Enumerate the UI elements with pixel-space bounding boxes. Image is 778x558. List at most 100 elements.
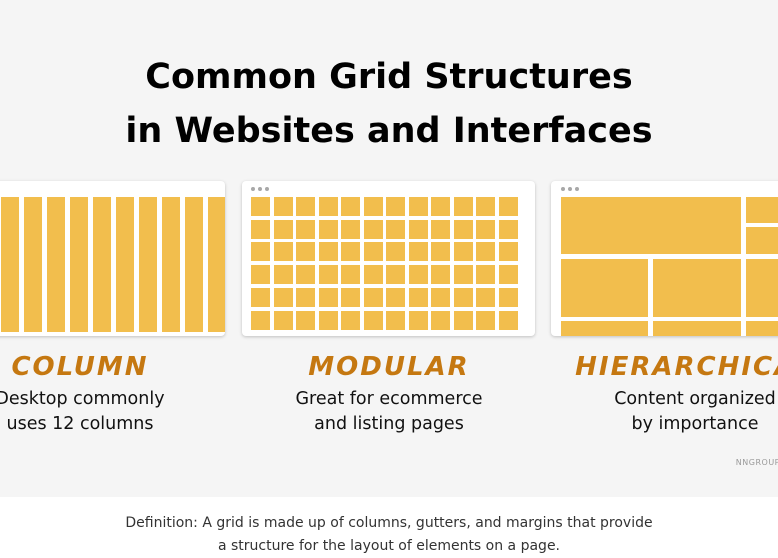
grid-module	[476, 197, 495, 216]
grid-module	[498, 242, 518, 262]
grid-block-side	[746, 227, 778, 254]
grid-module	[296, 219, 315, 239]
panel-desc-modular-line1: Great for ecommerce	[295, 389, 483, 409]
column-grid-illustration	[0, 181, 225, 336]
grid-module	[318, 265, 338, 285]
grid-module	[431, 310, 450, 330]
panel-name-column: COLUMN	[11, 352, 149, 382]
grid-module	[408, 287, 428, 307]
grid-module	[273, 219, 293, 239]
grid-module	[386, 265, 405, 285]
grid-block-hero	[561, 197, 741, 254]
brand-watermark: NNGROUP	[735, 458, 778, 467]
grid-module	[476, 287, 495, 307]
panel-desc-hierarchical-line1: Content organized	[614, 389, 776, 409]
grid-module	[251, 265, 270, 285]
grid-column	[47, 197, 65, 332]
panel-name-hierarchical: HIERARCHICAL	[575, 352, 778, 382]
grid-module	[318, 242, 338, 262]
grid-module	[341, 287, 360, 307]
grid-module	[431, 287, 450, 307]
grid-block	[561, 321, 648, 336]
definition-line-2: a structure for the layout of elements o…	[217, 538, 561, 554]
grid-module	[363, 287, 383, 307]
grid-module	[431, 265, 450, 285]
window-dot-icon	[251, 187, 255, 191]
grid-column	[139, 197, 157, 332]
grid-module	[498, 310, 518, 330]
grid-module	[251, 219, 270, 239]
grid-module	[408, 219, 428, 239]
definition-line-1: Definition: A grid is made up of columns…	[125, 515, 653, 531]
title-line-1: Common Grid Structures	[145, 57, 633, 97]
grid-module	[431, 219, 450, 239]
grid-module	[341, 310, 360, 330]
grid-block	[746, 259, 778, 317]
grid-module	[453, 310, 473, 330]
grid-column	[116, 197, 134, 332]
grid-module	[251, 287, 270, 307]
window-dot-icon	[258, 187, 262, 191]
grid-column	[185, 197, 203, 332]
grid-module	[408, 242, 428, 262]
grid-block	[653, 321, 741, 336]
hierarchical-grid-illustration	[551, 181, 778, 336]
grid-module	[341, 219, 360, 239]
grid-module	[498, 219, 518, 239]
grid-module	[251, 242, 270, 262]
grid-module	[273, 265, 293, 285]
grid-module	[251, 197, 270, 216]
grid-block	[653, 259, 741, 317]
grid-module	[296, 310, 315, 330]
grid-block-side	[746, 197, 778, 223]
grid-module	[498, 265, 518, 285]
grid-module	[408, 265, 428, 285]
title-line-2: in Websites and Interfaces	[125, 111, 653, 151]
grid-module	[318, 310, 338, 330]
grid-module	[386, 197, 405, 216]
grid-module	[363, 197, 383, 216]
panel-desc-modular-line2: and listing pages	[314, 414, 464, 434]
grid-module	[408, 197, 428, 216]
window-dot-icon	[561, 187, 565, 191]
panel-desc-hierarchical-line2: by importance	[631, 414, 759, 434]
grid-module	[476, 219, 495, 239]
grid-module	[453, 265, 473, 285]
grid-column	[162, 197, 180, 332]
grid-module	[296, 265, 315, 285]
grid-module	[431, 242, 450, 262]
grid-module	[273, 197, 293, 216]
grid-module	[363, 310, 383, 330]
grid-module	[386, 219, 405, 239]
panel-desc-column-line2: uses 12 columns	[6, 414, 154, 434]
grid-column	[24, 197, 42, 332]
grid-module	[408, 310, 428, 330]
grid-column	[208, 197, 225, 332]
grid-module	[318, 287, 338, 307]
grid-module	[273, 310, 293, 330]
grid-module	[386, 242, 405, 262]
grid-module	[273, 242, 293, 262]
panel-desc-column-line1: Desktop commonly	[0, 389, 165, 409]
grid-module	[386, 287, 405, 307]
window-dot-icon	[265, 187, 269, 191]
grid-module	[363, 219, 383, 239]
grid-module	[318, 197, 338, 216]
grid-module	[453, 197, 473, 216]
grid-module	[453, 287, 473, 307]
grid-module	[498, 287, 518, 307]
window-dot-icon	[568, 187, 572, 191]
grid-module	[341, 265, 360, 285]
grid-module	[341, 242, 360, 262]
grid-module	[453, 219, 473, 239]
grid-module	[318, 219, 338, 239]
grid-module	[341, 197, 360, 216]
grid-module	[476, 265, 495, 285]
window-dot-icon	[575, 187, 579, 191]
grid-module	[296, 197, 315, 216]
grid-module	[386, 310, 405, 330]
grid-column	[93, 197, 111, 332]
grid-module	[363, 242, 383, 262]
panel-name-modular: MODULAR	[308, 352, 470, 382]
grid-column	[1, 197, 19, 332]
